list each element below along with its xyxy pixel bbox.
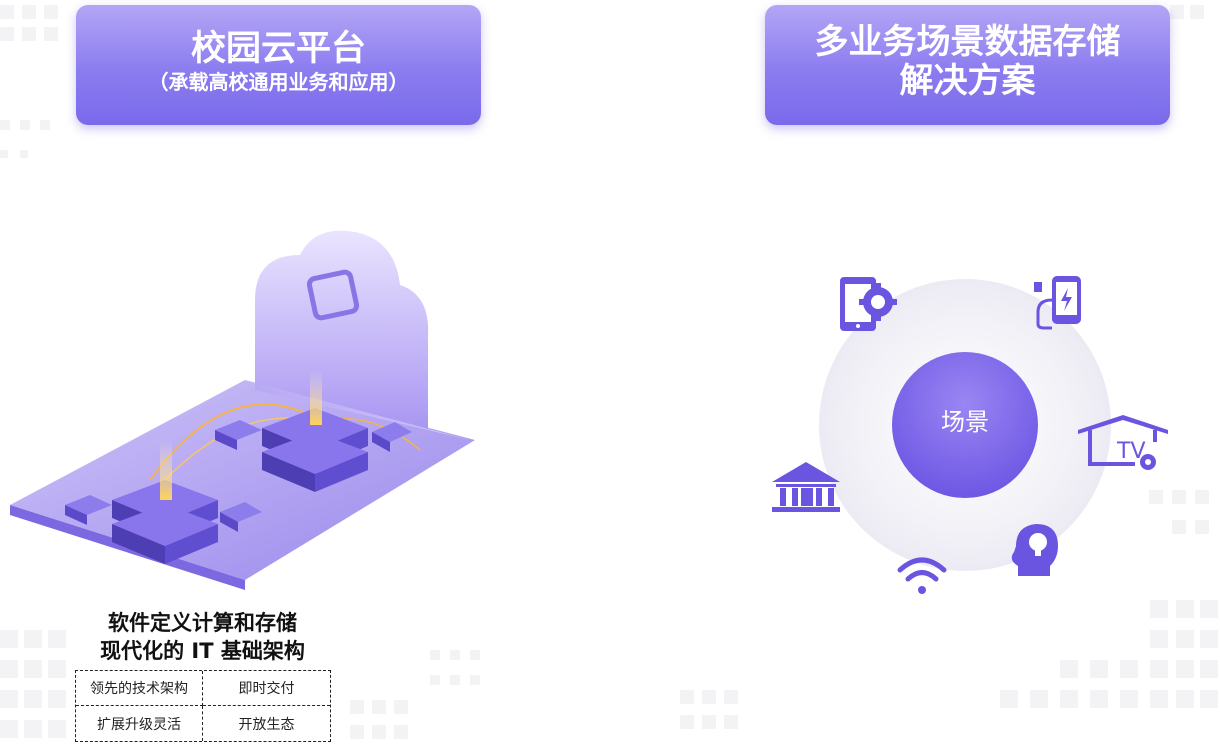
wifi-icon [897, 557, 947, 594]
scene-center-circle [892, 352, 1038, 498]
storage-solution-title-line1: 多业务场景数据存储 [814, 22, 1121, 62]
cloud-icon [255, 230, 429, 430]
feature-grid: 领先的技术架构 即时交付 扩展升级灵活 开放生态 [75, 670, 331, 742]
charging-phone-icon [1034, 276, 1081, 330]
bank-icon [772, 462, 840, 512]
idea-head-icon [1011, 524, 1058, 576]
cloud-server-illustration [10, 230, 475, 590]
feature-cell: 领先的技术架构 [76, 671, 203, 706]
campus-cloud-title: 校园云平台 [190, 29, 366, 69]
smart-home-tv-icon: TV [1078, 415, 1168, 470]
feature-cell: 开放生态 [238, 716, 295, 733]
feature-cell: 扩展升级灵活 [76, 706, 203, 741]
campus-cloud-subtitle: （承载高校通用业务和应用） [148, 70, 409, 94]
caption-line1: 软件定义计算和存储 [108, 611, 297, 635]
scene-center-label: 场景 [941, 408, 989, 436]
server-stack-back [262, 370, 368, 492]
phone-gear-icon [840, 277, 897, 331]
campus-cloud-banner: 校园云平台 （承载高校通用业务和应用） [76, 5, 481, 125]
scene-ring: TV [772, 276, 1168, 594]
caption-line2: 现代化的 IT 基础架构 [100, 639, 305, 663]
storage-solution-banner: 多业务场景数据存储 解决方案 [765, 5, 1170, 125]
server-stack-front [112, 440, 218, 564]
storage-solution-title-line2: 解决方案 [899, 61, 1036, 101]
feature-cell: 即时交付 [203, 671, 330, 706]
